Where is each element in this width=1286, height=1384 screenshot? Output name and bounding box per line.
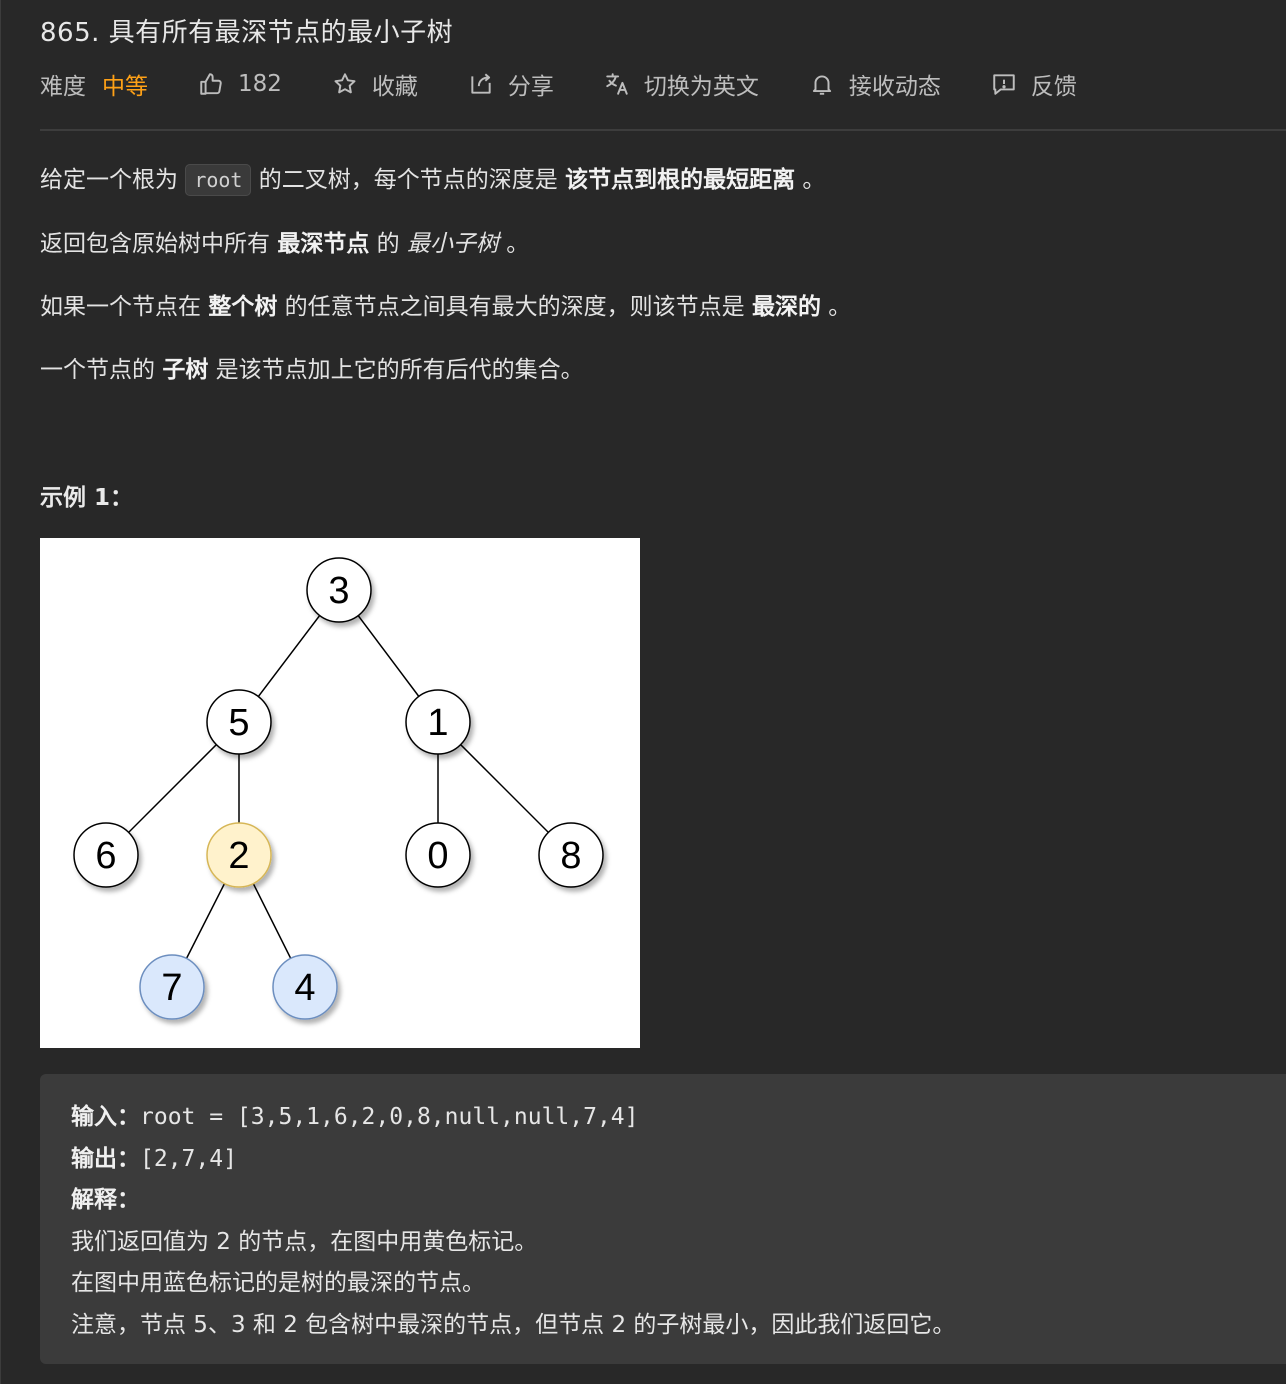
node-label: 1 [427, 702, 448, 744]
explain-label: 解释： [71, 1187, 140, 1213]
text: 的任意节点之间具有最大的深度，则该节点是 [277, 294, 752, 320]
tree-node-0: 0 [405, 822, 471, 888]
text: 的二叉树，每个节点的深度是 [251, 167, 566, 193]
tree-node-5: 5 [206, 689, 272, 755]
feedback-icon [991, 71, 1017, 97]
node-label: 4 [294, 967, 315, 1009]
tree-node-3: 3 [306, 557, 372, 623]
input-label: 输入： [71, 1104, 140, 1130]
node-label: 2 [228, 835, 249, 877]
share-label: 分享 [507, 74, 554, 100]
favorite-button[interactable]: 收藏 [332, 67, 418, 101]
difficulty-label: 难度 [40, 74, 86, 100]
bold-text: 整个树 [208, 294, 278, 320]
translate-label: 切换为英文 [643, 74, 759, 100]
input-value: root = [3,5,1,6,2,0,8,null,null,7,4] [140, 1104, 639, 1130]
explanation-line-2: 在图中用蓝色标记的是树的最深的节点。 [71, 1270, 485, 1296]
share-button[interactable]: 分享 [468, 67, 554, 101]
bold-text: 子树 [162, 357, 209, 383]
tree-node-4-deepest: 4 [272, 954, 338, 1020]
text: 给定一个根为 [40, 167, 186, 193]
tree-edges [105, 589, 572, 988]
problem-title: 865. 具有所有最深节点的最小子树 [40, 18, 454, 48]
like-button[interactable]: 182 [198, 71, 282, 97]
notify-button[interactable]: 接收动态 [809, 67, 941, 101]
tree-svg: 3 5 1 6 2 0 8 [73, 557, 604, 1020]
output-line: 输出：[2,7,4] [71, 1139, 237, 1173]
difficulty-value: 中等 [102, 74, 148, 100]
bold-text: 该节点到根的最短距离 [565, 167, 796, 193]
explanation-label-line: 解释： [71, 1180, 140, 1214]
left-border [0, 0, 1, 1384]
text: 一个节点的 [40, 357, 163, 383]
italic-text: 最小子树 [406, 231, 499, 257]
bell-icon [809, 71, 835, 97]
output-label: 输出： [71, 1146, 140, 1172]
problem-meta-bar: 难度 中等 182 收藏 分享 切换为英文 接收动态 反馈 [40, 66, 1127, 102]
input-line: 输入：root = [3,5,1,6,2,0,8,null,null,7,4] [71, 1097, 639, 1131]
example-code-block: 输入：root = [3,5,1,6,2,0,8,null,null,7,4] … [40, 1074, 1286, 1364]
share-icon [468, 71, 494, 97]
translate-button[interactable]: 切换为英文 [604, 67, 759, 101]
tree-node-7-deepest: 7 [139, 954, 205, 1020]
notify-label: 接收动态 [848, 74, 941, 100]
header-divider [40, 129, 1286, 131]
text: 的 [369, 231, 407, 257]
text: 如果一个节点在 [40, 294, 209, 320]
text: 是该节点加上它的所有后代的集合。 [208, 357, 584, 383]
bold-text: 最深的 [751, 294, 821, 320]
tree-node-2-highlighted: 2 [206, 822, 272, 888]
explanation-line-1: 我们返回值为 2 的节点，在图中用黄色标记。 [71, 1229, 538, 1255]
like-count: 182 [238, 71, 282, 97]
feedback-label: 反馈 [1030, 74, 1077, 100]
inline-code-root: root [185, 164, 252, 196]
description-paragraph-2: 返回包含原始树中所有 最深节点 的 最小子树 。 [40, 224, 529, 258]
output-value: [2,7,4] [140, 1146, 237, 1172]
node-label: 0 [427, 835, 448, 877]
text: 。 [820, 294, 852, 320]
tree-node-8: 8 [538, 822, 604, 888]
node-label: 8 [560, 835, 581, 877]
node-label: 7 [161, 967, 182, 1009]
description-paragraph-1: 给定一个根为 root 的二叉树，每个节点的深度是 该节点到根的最短距离 。 [40, 160, 826, 196]
difficulty: 难度 中等 [40, 67, 148, 101]
feedback-button[interactable]: 反馈 [991, 67, 1077, 101]
example-title: 示例 1： [40, 485, 134, 511]
tree-diagram: 3 5 1 6 2 0 8 [40, 538, 640, 1048]
text: 。 [498, 231, 530, 257]
description-paragraph-3: 如果一个节点在 整个树 的任意节点之间具有最大的深度，则该节点是 最深的 。 [40, 287, 851, 321]
thumbs-up-icon [198, 71, 224, 97]
tree-node-1: 1 [405, 689, 471, 755]
tree-node-6: 6 [73, 822, 139, 888]
translate-icon [604, 71, 630, 97]
bold-text: 最深节点 [277, 231, 370, 257]
text: 返回包含原始树中所有 [40, 231, 278, 257]
node-label: 3 [328, 570, 349, 612]
explanation-line-3: 注意，节点 5、3 和 2 包含树中最深的节点，但节点 2 的子树最小，因此我们… [71, 1312, 956, 1338]
favorite-label: 收藏 [371, 74, 418, 100]
star-icon [332, 71, 358, 97]
text: 。 [795, 167, 826, 193]
description-paragraph-4: 一个节点的 子树 是该节点加上它的所有后代的集合。 [40, 350, 584, 384]
node-label: 5 [228, 702, 249, 744]
node-label: 6 [95, 835, 116, 877]
